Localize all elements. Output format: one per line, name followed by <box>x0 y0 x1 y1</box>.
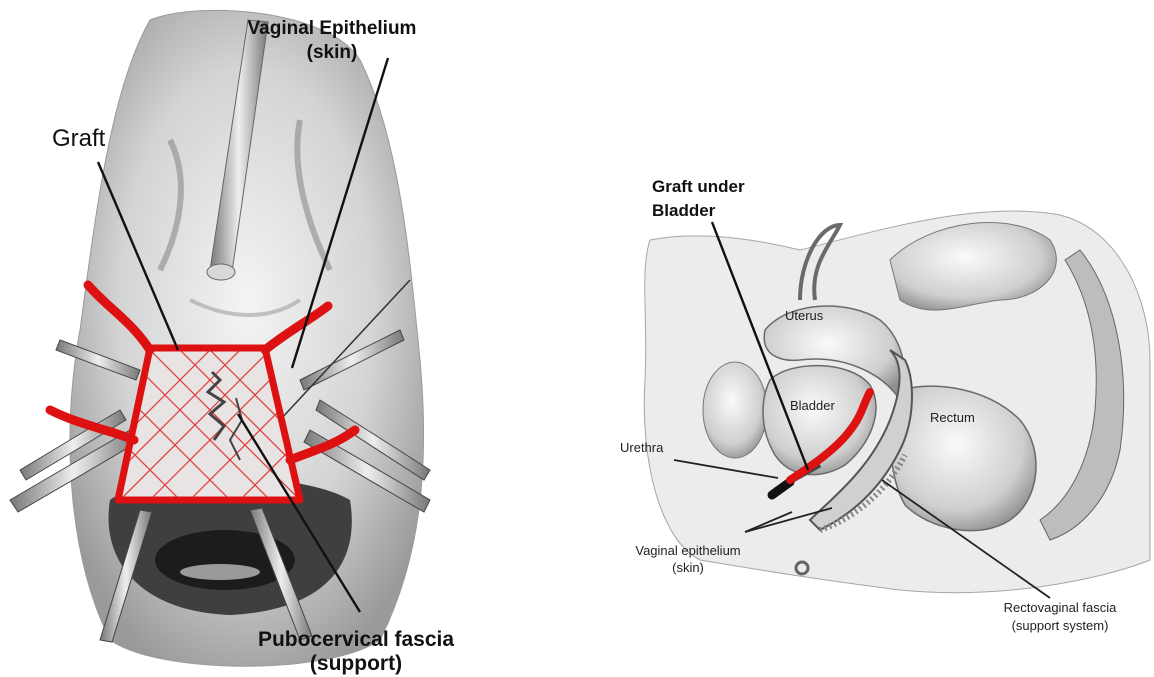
label-vaginal-epithelium-right-2: (skin) <box>672 560 704 575</box>
label-uterus: Uterus <box>785 308 824 323</box>
label-vaginal-epithelium-left-1: Vaginal Epithelium <box>248 18 417 39</box>
label-graft-under-2: Bladder <box>652 201 716 220</box>
label-vaginal-epithelium-left-2: (skin) <box>307 42 358 63</box>
lower-opening-highlight <box>180 564 260 580</box>
label-urethra: Urethra <box>620 440 664 455</box>
sagittal-section-illustration: Graft under Bladder Uterus Bladder Rectu… <box>620 177 1150 633</box>
label-graft-left: Graft <box>52 125 106 152</box>
label-rectovaginal-2: (support system) <box>1012 618 1109 633</box>
label-graft-under-1: Graft under <box>652 177 745 196</box>
label-rectum: Rectum <box>930 410 975 425</box>
catheter-tip <box>207 264 235 280</box>
label-pubocervical-1: Pubocervical fascia <box>258 628 454 651</box>
pubic-bone <box>703 362 767 458</box>
label-pubocervical-2: (support) <box>310 652 402 675</box>
label-rectovaginal-1: Rectovaginal fascia <box>1004 600 1117 615</box>
label-vaginal-epithelium-right-1: Vaginal epithelium <box>635 543 740 558</box>
surgical-view-illustration: Vaginal Epithelium (skin) Graft Pubocerv… <box>10 10 454 675</box>
label-bladder: Bladder <box>790 398 835 413</box>
